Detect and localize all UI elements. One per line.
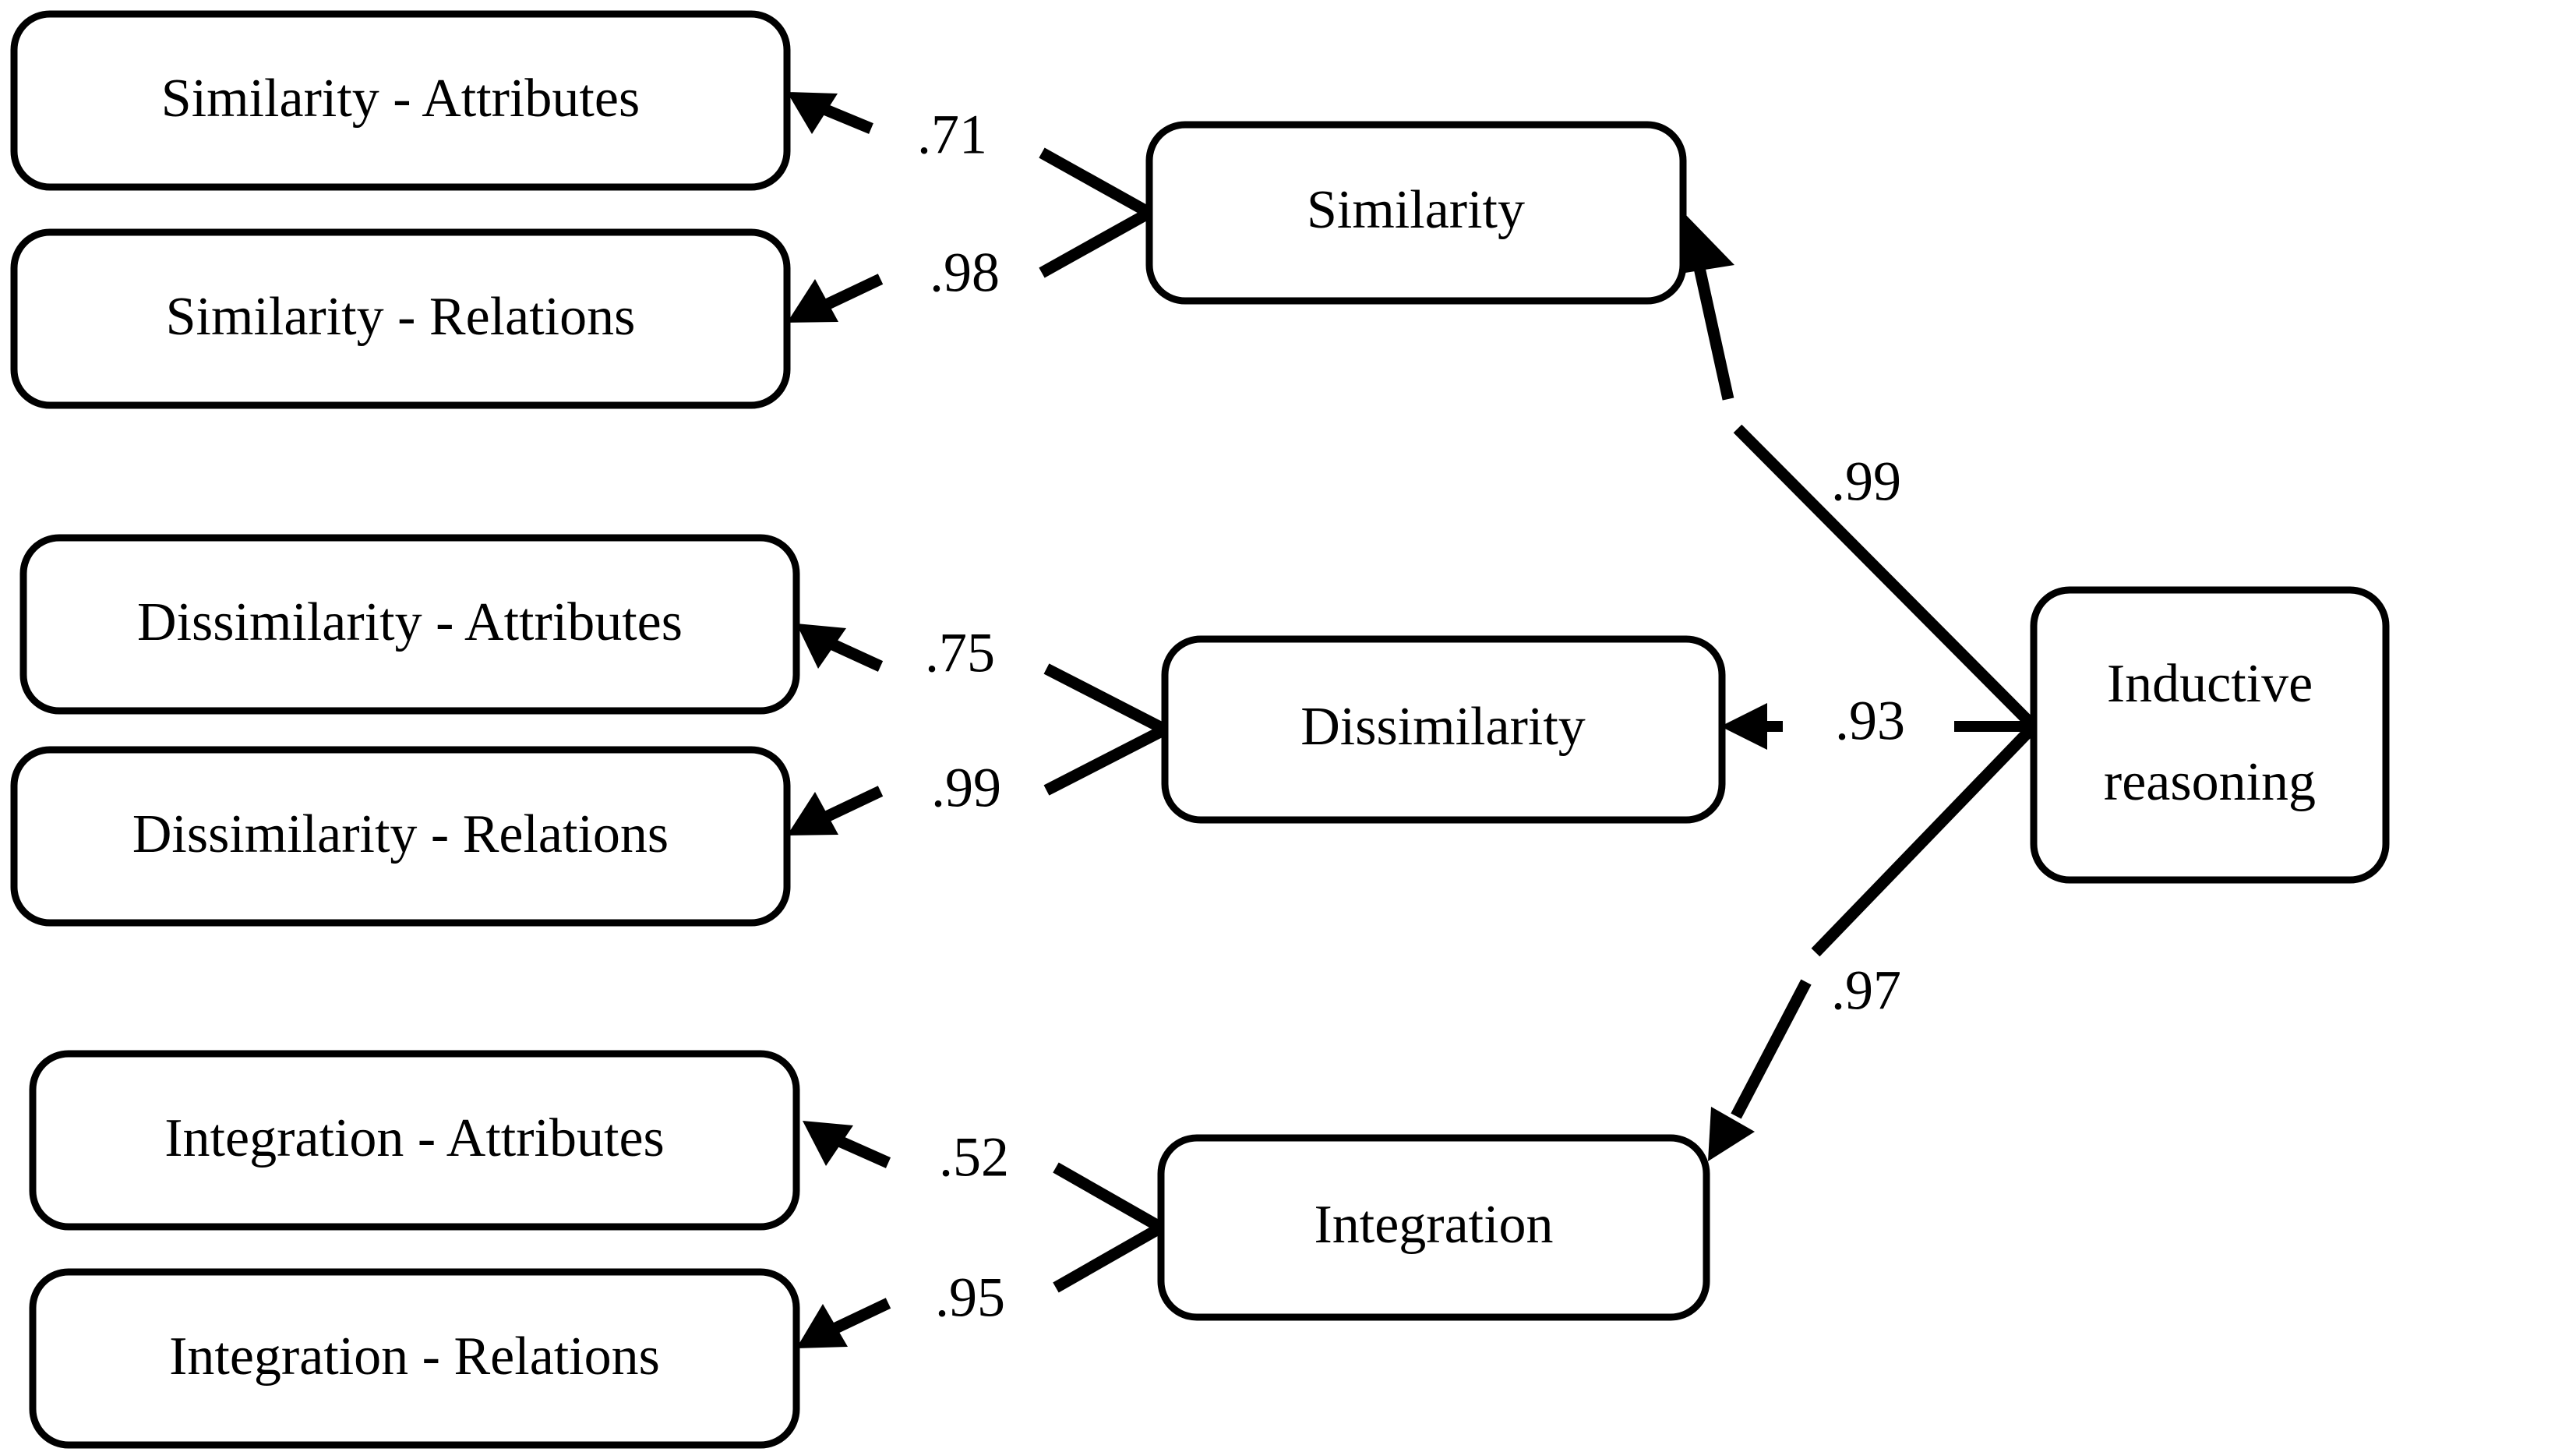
- indicator-box[interactable]: [29, 1268, 800, 1449]
- arrowhead-dissimilarity: [1720, 703, 1767, 750]
- target-label-line2: reasoning: [2104, 752, 2316, 812]
- indicator-int-rel[interactable]: Integration - Relations: [29, 1268, 800, 1449]
- target-inductive-reasoning[interactable]: Inductive reasoning: [2030, 586, 2390, 884]
- coefficient-label-dis-rel: .99: [931, 757, 1001, 819]
- struct-stem-integration: [1731, 979, 1812, 1119]
- loading-stem-dis-rel: [817, 786, 884, 825]
- factor-box[interactable]: [1161, 635, 1726, 824]
- indicator-label: Integration - Attributes: [164, 1108, 665, 1168]
- coefficient-label-ir-dissimilarity: .93: [1835, 690, 1905, 752]
- indicator-dis-rel[interactable]: Dissimilarity - Relations: [10, 746, 791, 927]
- arrowhead-similarity: [1675, 212, 1734, 274]
- indicator-label: Similarity - Relations: [166, 287, 636, 347]
- indicator-box[interactable]: [10, 10, 791, 191]
- arrowhead-int-attr: [803, 1121, 853, 1166]
- coefficient-label-int-attr: .52: [939, 1126, 1009, 1189]
- coefficient-label-sim-rel: .98: [930, 242, 1000, 304]
- struct-line-similarity: [1733, 424, 2038, 731]
- coefficient-label-ir-integration: .97: [1831, 959, 1901, 1022]
- factor-box[interactable]: [1145, 121, 1687, 305]
- indicator-box[interactable]: [10, 228, 791, 409]
- arrowhead-sim-attr: [787, 92, 838, 134]
- coefficient-label-sim-attr: .71: [917, 104, 987, 166]
- indicator-box[interactable]: [29, 1050, 800, 1231]
- target-label-line1: Inductive: [2107, 654, 2313, 714]
- loading-stem-sim-rel: [817, 274, 884, 313]
- factor-label: Dissimilarity: [1300, 697, 1586, 757]
- fan-line-dissimilarity-upper: [1043, 663, 1168, 735]
- indicator-box[interactable]: [10, 746, 791, 927]
- factor-integration[interactable]: Integration: [1157, 1134, 1710, 1321]
- struct-line-integration: [1811, 722, 2038, 957]
- arrowhead-int-rel: [796, 1304, 848, 1348]
- indicator-label: Dissimilarity - Attributes: [137, 592, 683, 652]
- factor-label: Similarity: [1307, 180, 1525, 240]
- fan-line-dissimilarity-lower: [1043, 724, 1168, 796]
- indicator-sim-attr[interactable]: Similarity - Attributes: [10, 10, 791, 191]
- factor-box[interactable]: [1157, 1134, 1710, 1321]
- arrowhead-sim-rel: [787, 279, 838, 323]
- coefficient-label-dis-attr: .75: [925, 622, 995, 684]
- loading-stem-int-rel: [824, 1298, 891, 1337]
- indicator-box[interactable]: [19, 534, 800, 715]
- factor-label: Integration: [1314, 1195, 1553, 1255]
- fan-line-similarity-upper: [1039, 147, 1152, 218]
- struct-stem-similarity: [1691, 256, 1734, 401]
- coefficient-label-int-rel: .95: [935, 1267, 1005, 1329]
- arrowhead-dis-rel: [787, 792, 838, 836]
- coefficient-label-ir-similarity: .99: [1831, 450, 1901, 513]
- fan-line-integration-lower: [1053, 1222, 1164, 1293]
- indicator-int-attr[interactable]: Integration - Attributes: [29, 1050, 800, 1231]
- arrowhead-integration: [1708, 1107, 1755, 1161]
- fan-line-similarity-lower: [1039, 207, 1152, 278]
- indicator-label: Similarity - Attributes: [161, 69, 640, 129]
- factor-similarity[interactable]: Similarity: [1145, 121, 1687, 305]
- arrowhead-dis-attr: [796, 624, 846, 669]
- indicator-sim-rel[interactable]: Similarity - Relations: [10, 228, 791, 409]
- factor-dissimilarity[interactable]: Dissimilarity: [1161, 635, 1726, 824]
- fan-line-integration-upper: [1053, 1162, 1164, 1233]
- target-box[interactable]: [2030, 586, 2390, 884]
- indicator-dis-attr[interactable]: Dissimilarity - Attributes: [19, 534, 800, 715]
- indicator-label: Integration - Relations: [169, 1327, 660, 1387]
- indicator-label: Dissimilarity - Relations: [132, 804, 669, 864]
